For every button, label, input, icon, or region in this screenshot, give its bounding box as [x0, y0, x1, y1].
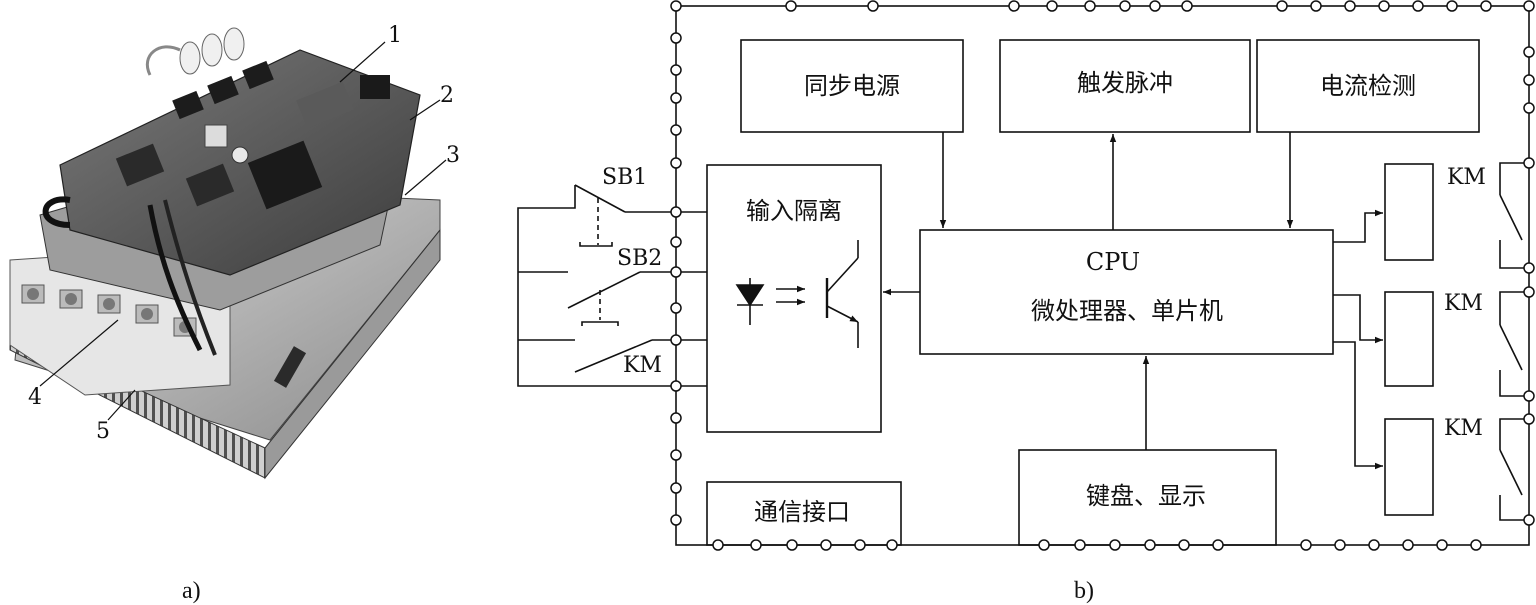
control-block-diagram: [517, 5, 1530, 546]
caption-b: b): [1074, 578, 1094, 604]
callout-1: 1: [388, 23, 402, 48]
input-isolation-block: [706, 164, 882, 433]
relay-km-label-3: KM: [1444, 416, 1483, 441]
relay-contacts: [1499, 162, 1529, 521]
callout-2: 2: [440, 83, 454, 108]
km-input-label: KM: [623, 353, 662, 378]
input-switches: [517, 184, 676, 387]
input-isolation-label: 输入隔离: [746, 197, 842, 225]
comm-interface-label: 通信接口: [754, 498, 850, 526]
current-detect-label: 电流检测: [1320, 72, 1416, 100]
cpu-subtitle: 微处理器、单片机: [1031, 297, 1223, 325]
relay-coil-3: [1384, 418, 1434, 516]
caption-a: a): [182, 578, 201, 604]
sb2-label: SB2: [617, 246, 662, 271]
sync-power-label: 同步电源: [804, 72, 900, 100]
cpu-to-relay-1: [1333, 209, 1383, 243]
control-pcb: [42, 27, 421, 356]
callout-leaders: [39, 41, 447, 421]
trigger-pulse-label: 触发脉冲: [1077, 69, 1173, 97]
relay-km-label-2: KM: [1444, 291, 1483, 316]
trigger-pulse-block: [999, 39, 1251, 133]
callout-4: 4: [28, 385, 42, 410]
sb1-label: SB1: [602, 165, 647, 190]
terminal-posts: [670, 0, 1535, 551]
cpu-to-relay-3: [1333, 341, 1383, 470]
keyboard-display-label: 键盘、显示: [1086, 482, 1206, 510]
comm-interface-block: [706, 481, 902, 546]
relay-km-label-1: KM: [1447, 165, 1486, 190]
optocoupler-symbol: [735, 240, 859, 348]
callout-5: 5: [96, 419, 110, 444]
cpu-title: CPU: [1086, 248, 1140, 276]
callout-3: 3: [446, 143, 460, 168]
current-detect-block: [1256, 39, 1480, 133]
relay-coil-2: [1384, 291, 1434, 387]
soft-starter-photo: 1 2 3 4 5: [9, 23, 460, 480]
sync-power-block: [740, 39, 964, 133]
cpu-to-relay-2: [1333, 294, 1383, 344]
relay-coil-1: [1384, 163, 1434, 261]
